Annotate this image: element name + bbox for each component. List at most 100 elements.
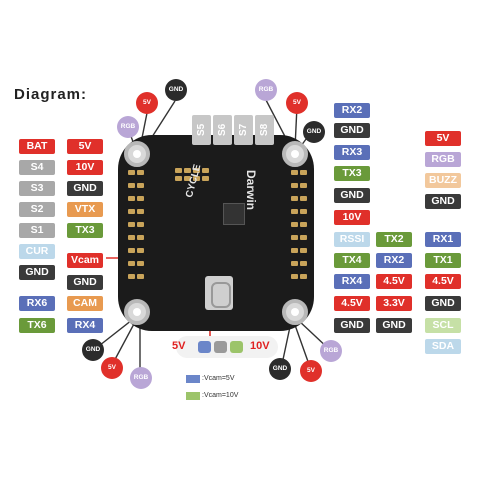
left-pad bbox=[128, 274, 135, 279]
far-right-label-1: RGB bbox=[425, 152, 461, 167]
right-label-10: RX2 bbox=[376, 253, 412, 268]
left-label-17: RX4 bbox=[67, 318, 103, 333]
right-label-1: GND bbox=[334, 123, 370, 138]
legend-swatch-10v bbox=[186, 392, 200, 400]
circle-5v-tr: 5V bbox=[286, 92, 308, 114]
top-pad bbox=[175, 168, 182, 173]
right-label-6: RSSI bbox=[334, 232, 370, 247]
left-pad bbox=[128, 261, 135, 266]
left-pad bbox=[137, 235, 144, 240]
right-label-18: GND bbox=[334, 318, 370, 333]
left-pad bbox=[137, 183, 144, 188]
mount-hole-br bbox=[282, 299, 308, 325]
right-pad bbox=[291, 235, 298, 240]
left-label-4: S3 bbox=[19, 181, 55, 196]
right-label-15: 4.5V bbox=[334, 296, 370, 311]
far-right-label-3: GND bbox=[425, 194, 461, 209]
right-pad bbox=[300, 170, 307, 175]
right-pad bbox=[291, 261, 298, 266]
right-pad bbox=[300, 183, 307, 188]
right-label-4: GND bbox=[334, 188, 370, 203]
left-pad bbox=[128, 170, 135, 175]
right-pad bbox=[300, 222, 307, 227]
right-label-21: SDA bbox=[425, 339, 461, 354]
left-pad bbox=[137, 209, 144, 214]
left-label-8: S1 bbox=[19, 223, 55, 238]
circle-rgb-bl: RGB bbox=[130, 367, 152, 389]
left-label-16: TX6 bbox=[19, 318, 55, 333]
servo-label-s5: S5 bbox=[192, 115, 211, 145]
circle-gnd-bl: GND bbox=[82, 339, 104, 361]
right-label-0: RX2 bbox=[334, 103, 370, 118]
jumper-pad-mid bbox=[214, 341, 227, 353]
circle-5v-br: 5V bbox=[300, 360, 322, 382]
left-label-11: GND bbox=[19, 265, 55, 280]
right-label-14: 4.5V bbox=[425, 274, 461, 289]
circle-gnd-tr: GND bbox=[303, 121, 325, 143]
left-pad bbox=[128, 196, 135, 201]
mount-hole-tr bbox=[282, 141, 308, 167]
servo-label-s8: S8 bbox=[255, 115, 274, 145]
legend-text-10v: :Vcam=10V bbox=[202, 392, 239, 399]
jumper-pad-10v bbox=[230, 341, 243, 353]
left-pad bbox=[137, 222, 144, 227]
left-pad bbox=[137, 196, 144, 201]
top-pad bbox=[193, 168, 200, 173]
left-label-3: 10V bbox=[67, 160, 103, 175]
right-pad bbox=[291, 209, 298, 214]
top-pad bbox=[202, 176, 209, 181]
top-pad bbox=[202, 168, 209, 173]
circle-rgb-tr: RGB bbox=[255, 79, 277, 101]
left-pad bbox=[128, 209, 135, 214]
left-label-14: RX6 bbox=[19, 296, 55, 311]
left-pad bbox=[137, 170, 144, 175]
circle-5v-bl: 5V bbox=[101, 357, 123, 379]
left-label-10: CUR bbox=[19, 244, 55, 259]
right-label-5: 10V bbox=[334, 210, 370, 225]
jumper-5v-label: 5V bbox=[172, 340, 186, 352]
top-pad bbox=[184, 168, 191, 173]
top-pad bbox=[175, 176, 182, 181]
left-pad bbox=[137, 248, 144, 253]
servo-label-s6: S6 bbox=[213, 115, 232, 145]
right-label-7: TX2 bbox=[376, 232, 412, 247]
left-pad bbox=[137, 274, 144, 279]
left-label-13: GND bbox=[67, 275, 103, 290]
left-label-5: GND bbox=[67, 181, 103, 196]
right-pad bbox=[300, 209, 307, 214]
top-pad bbox=[193, 176, 200, 181]
right-label-11: TX1 bbox=[425, 253, 461, 268]
left-label-15: CAM bbox=[67, 296, 103, 311]
left-pad bbox=[128, 222, 135, 227]
left-label-2: S4 bbox=[19, 160, 55, 175]
diagram-title: Diagram: bbox=[14, 86, 88, 103]
left-pad bbox=[137, 261, 144, 266]
far-right-label-2: BUZZ bbox=[425, 173, 461, 188]
right-pad bbox=[300, 248, 307, 253]
left-label-9: TX3 bbox=[67, 223, 103, 238]
left-pad bbox=[128, 183, 135, 188]
right-label-2: RX3 bbox=[334, 145, 370, 160]
mcu-chip bbox=[223, 203, 245, 225]
left-label-7: VTX bbox=[67, 202, 103, 217]
right-label-9: TX4 bbox=[334, 253, 370, 268]
brand-text: Darwin bbox=[244, 170, 258, 211]
right-label-8: RX1 bbox=[425, 232, 461, 247]
left-pad bbox=[128, 235, 135, 240]
right-pad bbox=[300, 261, 307, 266]
right-label-12: RX4 bbox=[334, 274, 370, 289]
right-label-13: 4.5V bbox=[376, 274, 412, 289]
top-pad bbox=[184, 176, 191, 181]
right-pad bbox=[291, 248, 298, 253]
right-label-19: GND bbox=[376, 318, 412, 333]
legend-text-5v: :Vcam=5V bbox=[202, 375, 235, 382]
circle-5v-tl: 5V bbox=[136, 92, 158, 114]
mount-hole-bl bbox=[124, 299, 150, 325]
left-label-12: Vcam bbox=[67, 253, 103, 268]
right-pad bbox=[291, 170, 298, 175]
mount-hole-tl bbox=[124, 141, 150, 167]
usb-c-port bbox=[205, 276, 233, 310]
right-pad bbox=[300, 274, 307, 279]
left-label-6: S2 bbox=[19, 202, 55, 217]
jumper-10v-label: 10V bbox=[250, 340, 270, 352]
